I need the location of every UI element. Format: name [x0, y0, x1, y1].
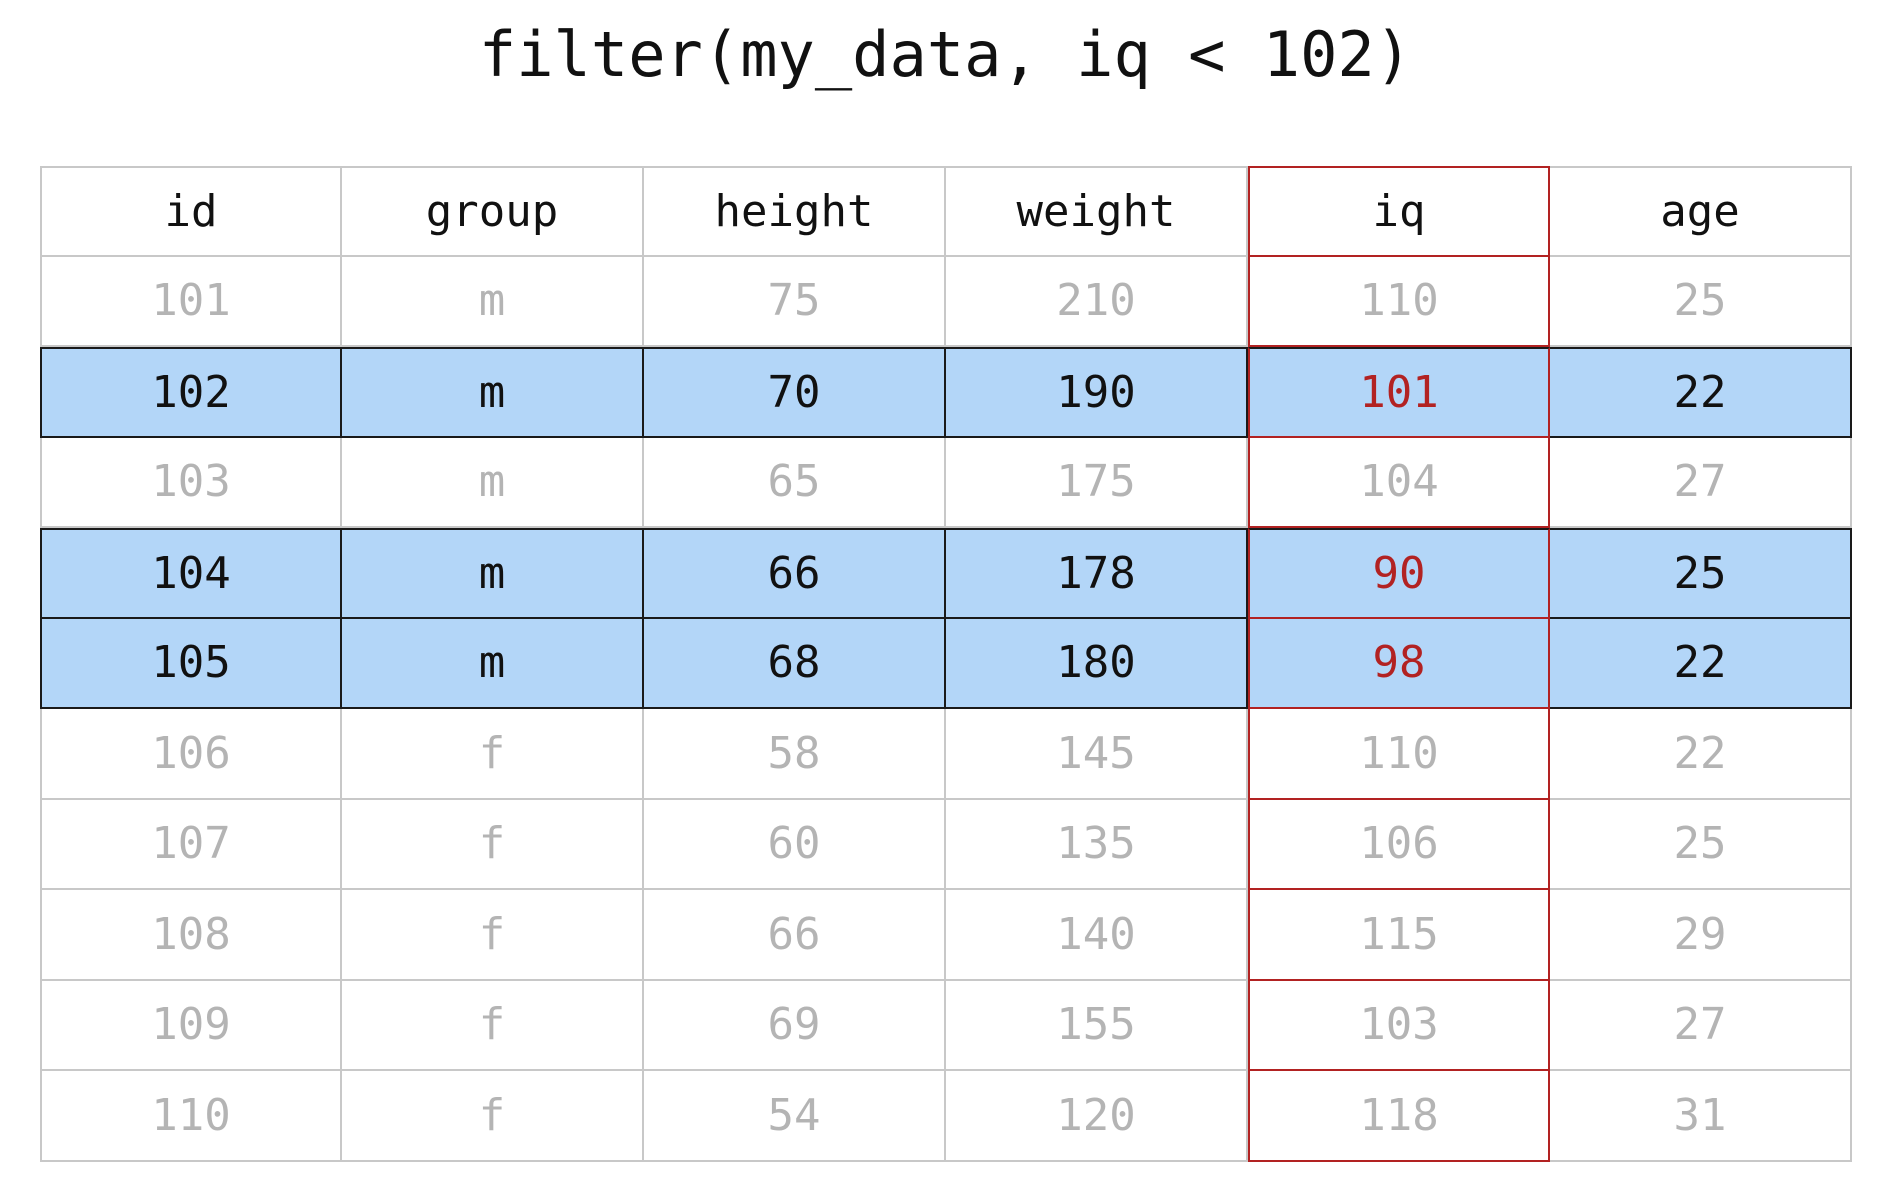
cell-group: f: [342, 1071, 644, 1162]
filter-expression-title: filter(my_data, iq < 102): [478, 18, 1413, 91]
cell-group: f: [342, 709, 644, 800]
cell-age: 25: [1550, 528, 1852, 619]
cell-iq: 103: [1248, 980, 1550, 1071]
table-header-row: id group height weight iq age: [40, 166, 1852, 257]
cell-weight: 175: [946, 437, 1248, 528]
cell-group: m: [342, 437, 644, 528]
cell-id: 107: [40, 799, 342, 890]
cell-age: 22: [1550, 347, 1852, 438]
cell-group: m: [342, 618, 644, 709]
cell-age: 31: [1550, 1071, 1852, 1162]
cell-iq: 110: [1248, 256, 1550, 347]
cell-age: 25: [1550, 799, 1852, 890]
cell-iq: 90: [1248, 528, 1550, 619]
cell-iq: 101: [1248, 347, 1550, 438]
cell-id: 106: [40, 709, 342, 800]
cell-age: 29: [1550, 890, 1852, 981]
cell-id: 105: [40, 618, 342, 709]
column-header-iq: iq: [1248, 166, 1550, 257]
cell-age: 27: [1550, 437, 1852, 528]
cell-weight: 145: [946, 709, 1248, 800]
cell-group: f: [342, 890, 644, 981]
cell-id: 108: [40, 890, 342, 981]
cell-age: 25: [1550, 256, 1852, 347]
cell-height: 58: [644, 709, 946, 800]
cell-iq: 106: [1248, 799, 1550, 890]
cell-height: 68: [644, 618, 946, 709]
cell-iq: 98: [1248, 618, 1550, 709]
cell-weight: 210: [946, 256, 1248, 347]
cell-height: 60: [644, 799, 946, 890]
cell-weight: 155: [946, 980, 1248, 1071]
cell-id: 102: [40, 347, 342, 438]
column-header-weight: weight: [946, 166, 1248, 257]
cell-group: m: [342, 528, 644, 619]
cell-weight: 120: [946, 1071, 1248, 1162]
cell-age: 27: [1550, 980, 1852, 1071]
cell-iq: 118: [1248, 1071, 1550, 1162]
cell-weight: 180: [946, 618, 1248, 709]
cell-group: m: [342, 256, 644, 347]
column-header-group: group: [342, 166, 644, 257]
cell-group: f: [342, 799, 644, 890]
cell-height: 69: [644, 980, 946, 1071]
cell-iq: 115: [1248, 890, 1550, 981]
cell-iq: 104: [1248, 437, 1550, 528]
column-header-age: age: [1550, 166, 1852, 257]
cell-weight: 178: [946, 528, 1248, 619]
cell-weight: 135: [946, 799, 1248, 890]
cell-id: 109: [40, 980, 342, 1071]
cell-height: 54: [644, 1071, 946, 1162]
cell-group: f: [342, 980, 644, 1071]
cell-group: m: [342, 347, 644, 438]
column-header-id: id: [40, 166, 342, 257]
cell-age: 22: [1550, 618, 1852, 709]
column-header-height: height: [644, 166, 946, 257]
cell-height: 70: [644, 347, 946, 438]
cell-id: 104: [40, 528, 342, 619]
cell-height: 65: [644, 437, 946, 528]
cell-iq: 110: [1248, 709, 1550, 800]
cell-height: 75: [644, 256, 946, 347]
cell-height: 66: [644, 890, 946, 981]
cell-height: 66: [644, 528, 946, 619]
cell-id: 103: [40, 437, 342, 528]
cell-age: 22: [1550, 709, 1852, 800]
cell-weight: 190: [946, 347, 1248, 438]
cell-id: 110: [40, 1071, 342, 1162]
cell-weight: 140: [946, 890, 1248, 981]
cell-id: 101: [40, 256, 342, 347]
